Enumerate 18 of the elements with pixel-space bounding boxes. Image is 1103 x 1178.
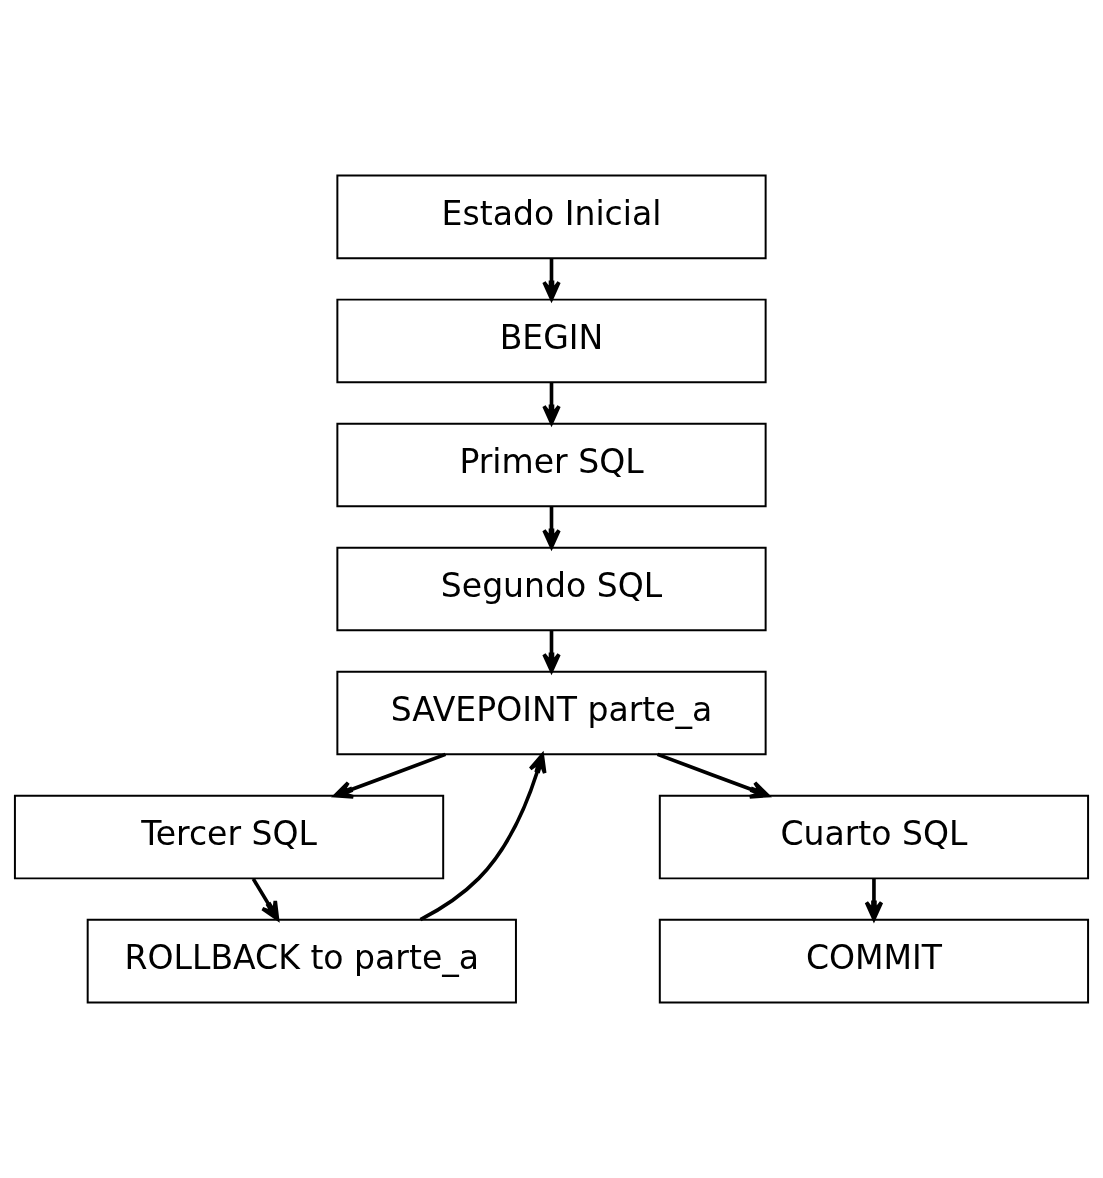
node-box: Primer SQL	[336, 422, 767, 508]
node-box: Cuarto SQL	[658, 794, 1090, 880]
node-box: BEGIN	[336, 298, 767, 384]
arrow	[542, 382, 561, 425]
arrow	[542, 506, 561, 549]
arrow	[251, 877, 280, 921]
arrow	[542, 630, 561, 673]
arrow	[419, 753, 547, 922]
node-box: ROLLBACK to parte_a	[86, 918, 517, 1004]
node-box: Segundo SQL	[336, 546, 767, 632]
arrow	[656, 752, 770, 799]
arrow	[864, 878, 884, 921]
node-box: Estado Inicial	[336, 174, 767, 260]
arrow	[542, 258, 561, 301]
node-box: SAVEPOINT parte_a	[336, 670, 767, 756]
node-box: Tercer SQL	[13, 794, 445, 880]
node-box: COMMIT	[658, 918, 1090, 1004]
arrow	[333, 752, 447, 799]
